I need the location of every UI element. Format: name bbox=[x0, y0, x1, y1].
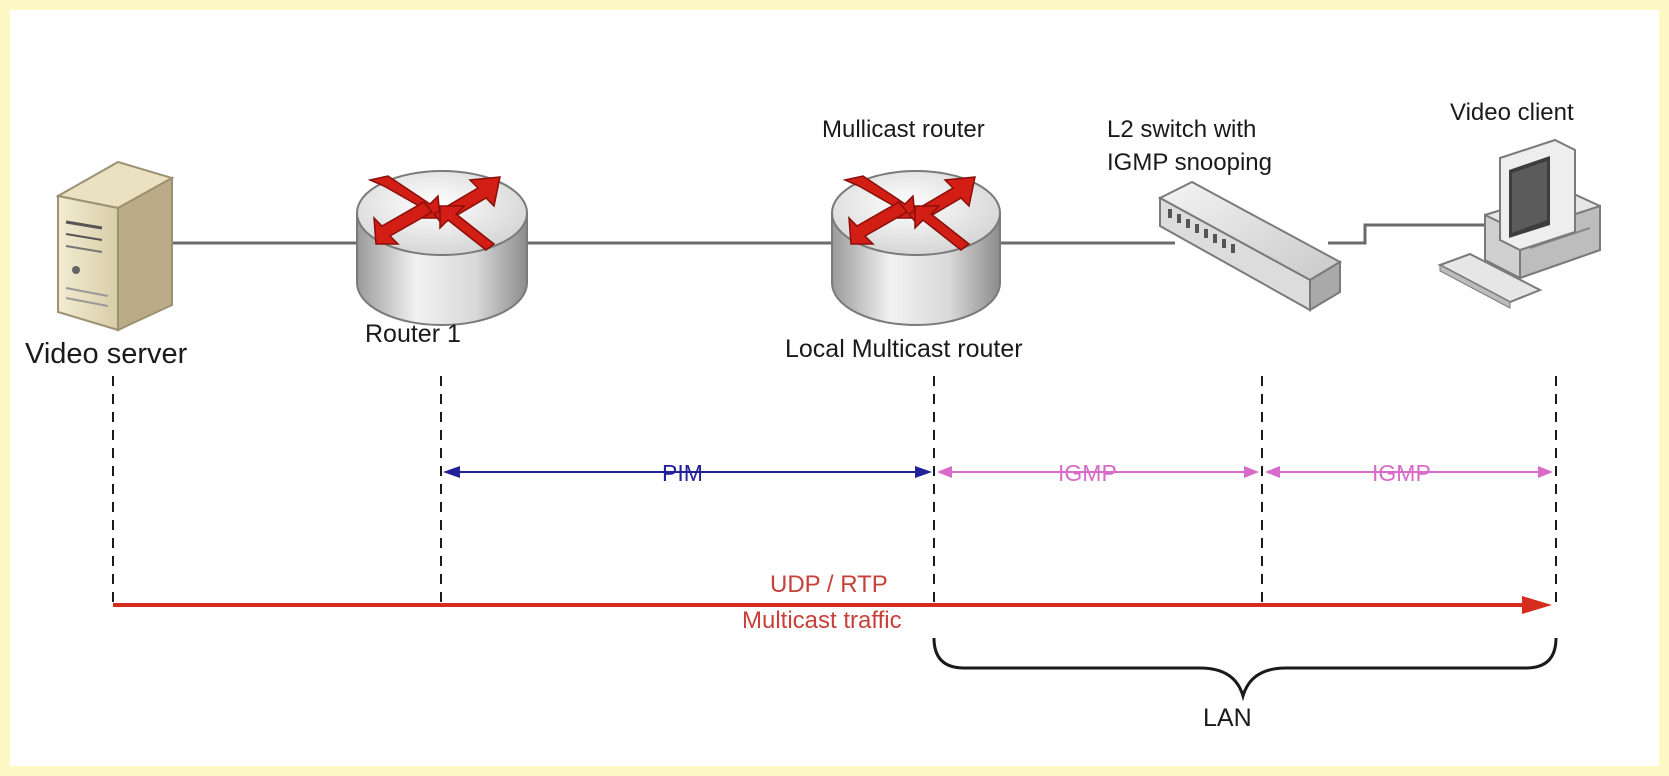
video-server-label: Video server bbox=[25, 338, 188, 370]
igmp-label-1: IGMP bbox=[1058, 460, 1117, 486]
pim-label: PIM bbox=[662, 460, 703, 486]
traffic-label-line1: UDP / RTP bbox=[770, 571, 888, 598]
device-reference-lines bbox=[112, 376, 1557, 603]
switch-icon bbox=[1157, 180, 1343, 312]
igmp-label-2: IGMP bbox=[1372, 460, 1431, 486]
igmp-arrow-router-switch bbox=[937, 466, 1259, 478]
router-icon bbox=[356, 170, 528, 326]
switch-label-line1: L2 switch with bbox=[1107, 116, 1256, 143]
router1-label: Router 1 bbox=[365, 320, 461, 348]
pim-arrow bbox=[443, 466, 932, 478]
router-icon bbox=[831, 170, 1001, 326]
desktop-computer-icon bbox=[1437, 138, 1601, 309]
video-client-label: Video client bbox=[1450, 99, 1574, 126]
multicast-router-top-label: Mullicast router bbox=[822, 116, 985, 143]
switch-label-line2: IGMP snooping bbox=[1107, 149, 1272, 176]
server-icon bbox=[55, 160, 175, 332]
igmp-arrow-switch-client bbox=[1265, 466, 1553, 478]
lan-brace bbox=[932, 637, 1558, 702]
lan-label: LAN bbox=[1203, 704, 1252, 732]
traffic-label-line2: Multicast traffic bbox=[742, 607, 902, 634]
local-multicast-router-label: Local Multicast router bbox=[785, 335, 1023, 363]
multicast-traffic-arrow bbox=[113, 596, 1552, 614]
